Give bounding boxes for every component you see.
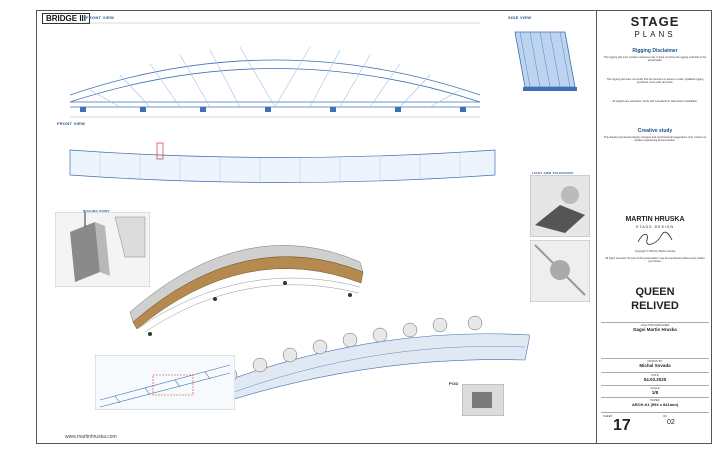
rigging-point-detail [55, 212, 150, 287]
sheet-number: 17 [613, 417, 631, 434]
brand-line1: STAGE [630, 14, 680, 29]
disclaimer-text-2: This rigging plot does not certify that … [606, 78, 704, 85]
draftsman-value: Michal Sovada [639, 363, 671, 368]
front-view-drawing [69, 22, 481, 118]
designer-name-line1: MARTIN HRUSKA [625, 216, 685, 223]
plan-view-label: FRONT VIEW [57, 121, 86, 126]
designer-name-line2: STAGE DESIGN [636, 225, 674, 229]
side-view-label: SIDE VIEW [508, 15, 532, 20]
sheet-title: BRIDGE III [42, 13, 91, 24]
signature-logo [637, 231, 673, 245]
project-title-line1: QUEEN [635, 286, 675, 298]
pod-detail-drawing [95, 355, 235, 410]
plan-view-drawing [69, 142, 496, 184]
paper-label: PAPER [601, 397, 709, 402]
paper-value: ARCH A1 (594 x 841mm) [631, 402, 679, 407]
total-sheets: 02 [667, 419, 675, 426]
side-view-drawing [514, 31, 577, 91]
sheet-number-box: SHEET 17 OF 02 [601, 412, 709, 441]
brand-line2: PLANS [634, 30, 676, 39]
clamp-inset [462, 384, 504, 416]
rights-text: All rights reserved. No part of this pre… [605, 257, 705, 264]
website-link[interactable]: www.martinhruska.com [65, 434, 117, 440]
creative-text: This drawing represents design concepts … [603, 136, 707, 143]
scale-value: 1/8 [651, 390, 659, 395]
scale-label: SCALE [601, 385, 709, 390]
bridge-3d-render [129, 245, 364, 336]
title-sidebar: STAGE PLANS Rigging Disclaimer This rigg… [596, 10, 712, 444]
sheet-label: SHEET [603, 414, 613, 418]
front-view-label: FRONT VIEW [86, 15, 115, 20]
designer-value: Dagvi Martin Hruska [633, 327, 677, 332]
date-value: 04.03.2020 [643, 377, 667, 382]
light-arm-label: LIGHT ARM TOLERANCE [532, 171, 574, 175]
disclaimer-text-1: This rigging plot is for position refere… [603, 56, 707, 63]
disclaimer-heading: Rigging Disclaimer [632, 48, 678, 54]
light-arm-photo-bottom [530, 240, 590, 302]
designer-label: LIGHTING DESIGNER [601, 322, 709, 327]
creative-heading: Creative study [637, 128, 673, 134]
disclaimer-text-3: All weights are estimates. Verify with m… [612, 100, 698, 103]
of-label: OF [663, 414, 667, 418]
project-title-line2: RELIVED [631, 300, 679, 312]
draftsman-label: DRAWN BY [601, 358, 709, 363]
pod-label: POD [449, 381, 459, 386]
light-arm-photo-top [530, 175, 590, 237]
date-label: DATE [601, 372, 709, 377]
copyright-text: Copyright © 2013 by Martin Hruska [634, 250, 676, 253]
rigging-point-label: RIGGING POINT [83, 209, 110, 213]
